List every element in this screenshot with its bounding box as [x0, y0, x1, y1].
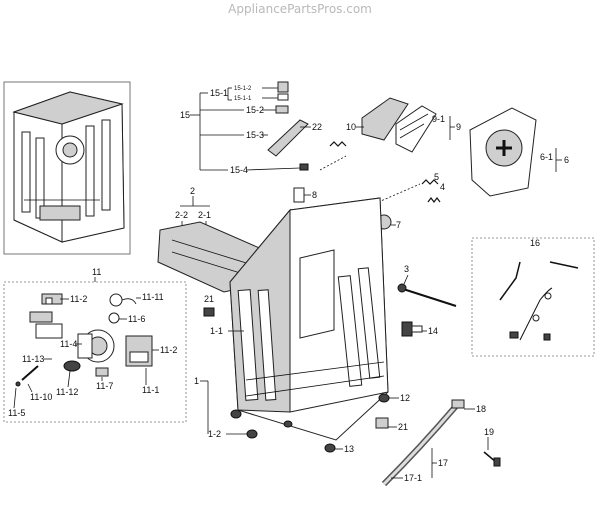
- foot-12: [378, 393, 390, 403]
- main-cabinet-drawing: [229, 197, 389, 441]
- callout-13: 13: [344, 444, 354, 454]
- callout-11-6: 11-6: [128, 314, 145, 324]
- callout-2: 2: [190, 186, 195, 196]
- harness-drawing: [499, 261, 579, 341]
- callout-6: 6: [564, 155, 569, 165]
- callout-21b: 21: [398, 422, 408, 432]
- part-15-3-bracket: [267, 119, 309, 157]
- pump-parts-drawing: [15, 293, 153, 387]
- callout-15-1-2: 15-1-2: [234, 86, 252, 92]
- callout-2-2: 2-2: [175, 210, 188, 220]
- spring-top: [329, 141, 347, 147]
- part-3-rod: [399, 287, 457, 307]
- callout-16: 16: [530, 238, 540, 248]
- callout-11-13: 11-13: [22, 354, 44, 364]
- callout-15-1: 15-1: [210, 88, 228, 98]
- callout-15-3: 15-3: [246, 130, 264, 140]
- callout-2-1: 2-1: [198, 210, 211, 220]
- part-10-dispenser-housing: [361, 97, 409, 141]
- callout-11-4: 11-4: [60, 339, 77, 349]
- part-15-4: [299, 163, 309, 171]
- callout-11-5: 11-5: [8, 408, 25, 418]
- callout-17-1: 17-1: [404, 473, 422, 483]
- callout-1-2: 1-2: [208, 429, 221, 439]
- inset-cabinet-box: [3, 81, 131, 255]
- callout-9: 9: [456, 122, 461, 132]
- callout-11-10: 11-10: [30, 392, 52, 402]
- callout-1: 1: [194, 376, 199, 386]
- spring-4: [427, 197, 441, 203]
- callout-21a: 21: [204, 294, 214, 304]
- box-11-drain-assembly: [3, 281, 187, 423]
- part-15-1-2: [277, 81, 289, 93]
- callout-12: 12: [400, 393, 410, 403]
- callout-10: 10: [346, 122, 356, 132]
- callout-14: 14: [428, 326, 438, 336]
- box-16-harness: [471, 237, 595, 357]
- foot-13: [324, 443, 336, 453]
- callout-18: 18: [476, 404, 486, 414]
- callout-11: 11: [92, 267, 101, 277]
- callout-11-11: 11-11: [142, 292, 164, 302]
- foot-mid: [283, 420, 293, 428]
- callout-15-1-1: 15-1-1: [234, 96, 252, 102]
- foot-left-front: [230, 409, 242, 419]
- callout-11-1: 11-1: [142, 385, 159, 395]
- callout-15-2: 15-2: [246, 105, 264, 115]
- part-15-2: [275, 105, 289, 114]
- callout-8: 8: [312, 190, 317, 200]
- callout-22: 22: [312, 122, 322, 132]
- part-21-clip-right: [375, 417, 389, 429]
- callout-11-2a: 11-2: [70, 294, 87, 304]
- spring-5: [421, 179, 439, 185]
- callout-17: 17: [438, 458, 448, 468]
- foot-1-2: [246, 429, 258, 439]
- callout-15: 15: [180, 110, 190, 120]
- part-14-damper: [401, 321, 423, 337]
- callout-19: 19: [484, 427, 494, 437]
- part-21-clip-left: [203, 307, 215, 317]
- callout-6-1: 6-1: [540, 152, 553, 162]
- inset-cabinet-drawing: [12, 91, 125, 243]
- callout-4: 4: [440, 182, 445, 192]
- callout-7: 7: [396, 220, 401, 230]
- callout-11-7: 11-7: [96, 381, 113, 391]
- part-15-1-1: [277, 93, 289, 101]
- callout-5: 5: [434, 172, 439, 182]
- part-18-hose-clamp: [451, 399, 465, 409]
- callout-11-12: 11-12: [56, 387, 78, 397]
- callout-15-4: 15-4: [230, 165, 248, 175]
- callout-11-2b: 11-2: [160, 345, 177, 355]
- callout-3: 3: [404, 264, 409, 274]
- callout-1-1: 1-1: [210, 326, 223, 336]
- callout-9-1: 9-1: [432, 114, 445, 124]
- watermark: AppliancePartsPros.com: [228, 2, 372, 16]
- part-8: [293, 187, 305, 203]
